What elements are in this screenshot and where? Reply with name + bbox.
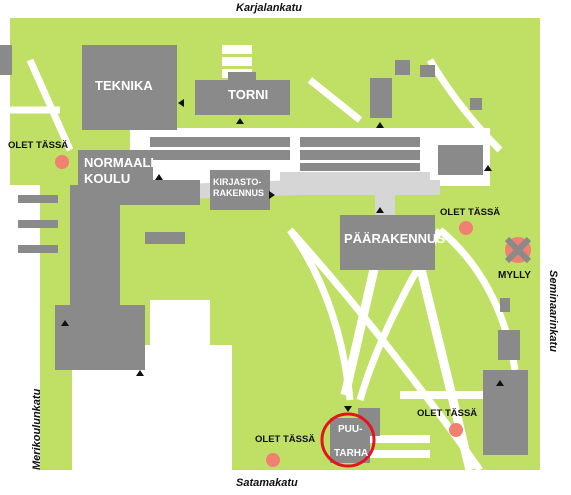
building-small (145, 232, 185, 244)
landmark-label-mylly: MYLLY (498, 270, 531, 281)
building-normaalikoulu (70, 185, 120, 320)
building-paarakennus (340, 215, 435, 270)
building-label-normaalikoulu-2: KOULU (84, 171, 131, 186)
you-are-here-label: OLET TÄSSÄ (255, 434, 316, 445)
street-label-bottom: Satamakatu (236, 477, 298, 489)
you-are-here-marker (266, 453, 280, 467)
entrance-arrows (61, 99, 504, 412)
building-label-puutarha-1: PUU- (338, 424, 363, 435)
building-label-torni: TORNI (228, 87, 269, 102)
street-label-left: Merikoulunkatu (31, 388, 43, 470)
windmill-icon (504, 236, 532, 264)
building-puutarha (330, 418, 370, 463)
building-east (438, 145, 483, 175)
building-normaalikoulu-bottom (55, 305, 145, 370)
building-edge (0, 45, 12, 75)
building-small (500, 298, 510, 312)
building-small (420, 65, 435, 77)
path (307, 77, 363, 123)
path (287, 227, 354, 401)
building-small (498, 330, 520, 360)
you-are-here-marker (449, 423, 463, 437)
building-southeast (483, 370, 528, 455)
building-small (370, 78, 392, 118)
building-torni (195, 80, 290, 115)
buildings (0, 45, 528, 463)
path (426, 58, 503, 153)
street-label-top: Karjalankatu (236, 2, 303, 14)
building-small (395, 60, 410, 75)
walkway-grey (280, 172, 430, 192)
open-lot-small (150, 300, 210, 345)
left-road (10, 185, 40, 470)
you-are-here-label: OLET TÄSSÄ (417, 408, 478, 419)
highlight-ring (320, 412, 376, 468)
building-normaalikoulu-wing (120, 180, 200, 205)
you-are-here-marker (55, 155, 69, 169)
you-are-here-marker (459, 221, 473, 235)
path (26, 58, 74, 152)
building-kirjasto (210, 170, 270, 210)
street-label-right: Seminaarinkatu (547, 270, 559, 352)
building-label-paarakennus: PÄÄRAKENNUS (344, 231, 446, 246)
building-label-teknika: TEKNIKA (95, 78, 153, 93)
building-label-puutarha-2: TARHA (334, 448, 369, 459)
you-are-here-label: OLET TÄSSÄ (440, 207, 501, 218)
building-torni-top (228, 72, 256, 84)
building-teknika (82, 45, 177, 130)
path (415, 263, 475, 472)
building-small (470, 98, 482, 110)
building-label-kirjasto-1: KIRJASTO- (213, 177, 262, 187)
building-label-normaalikoulu-1: NORMAALI (84, 155, 155, 170)
building-label-kirjasto-2: RAKENNUS (213, 188, 265, 198)
you-are-here-label: OLET TÄSSÄ (8, 140, 69, 151)
